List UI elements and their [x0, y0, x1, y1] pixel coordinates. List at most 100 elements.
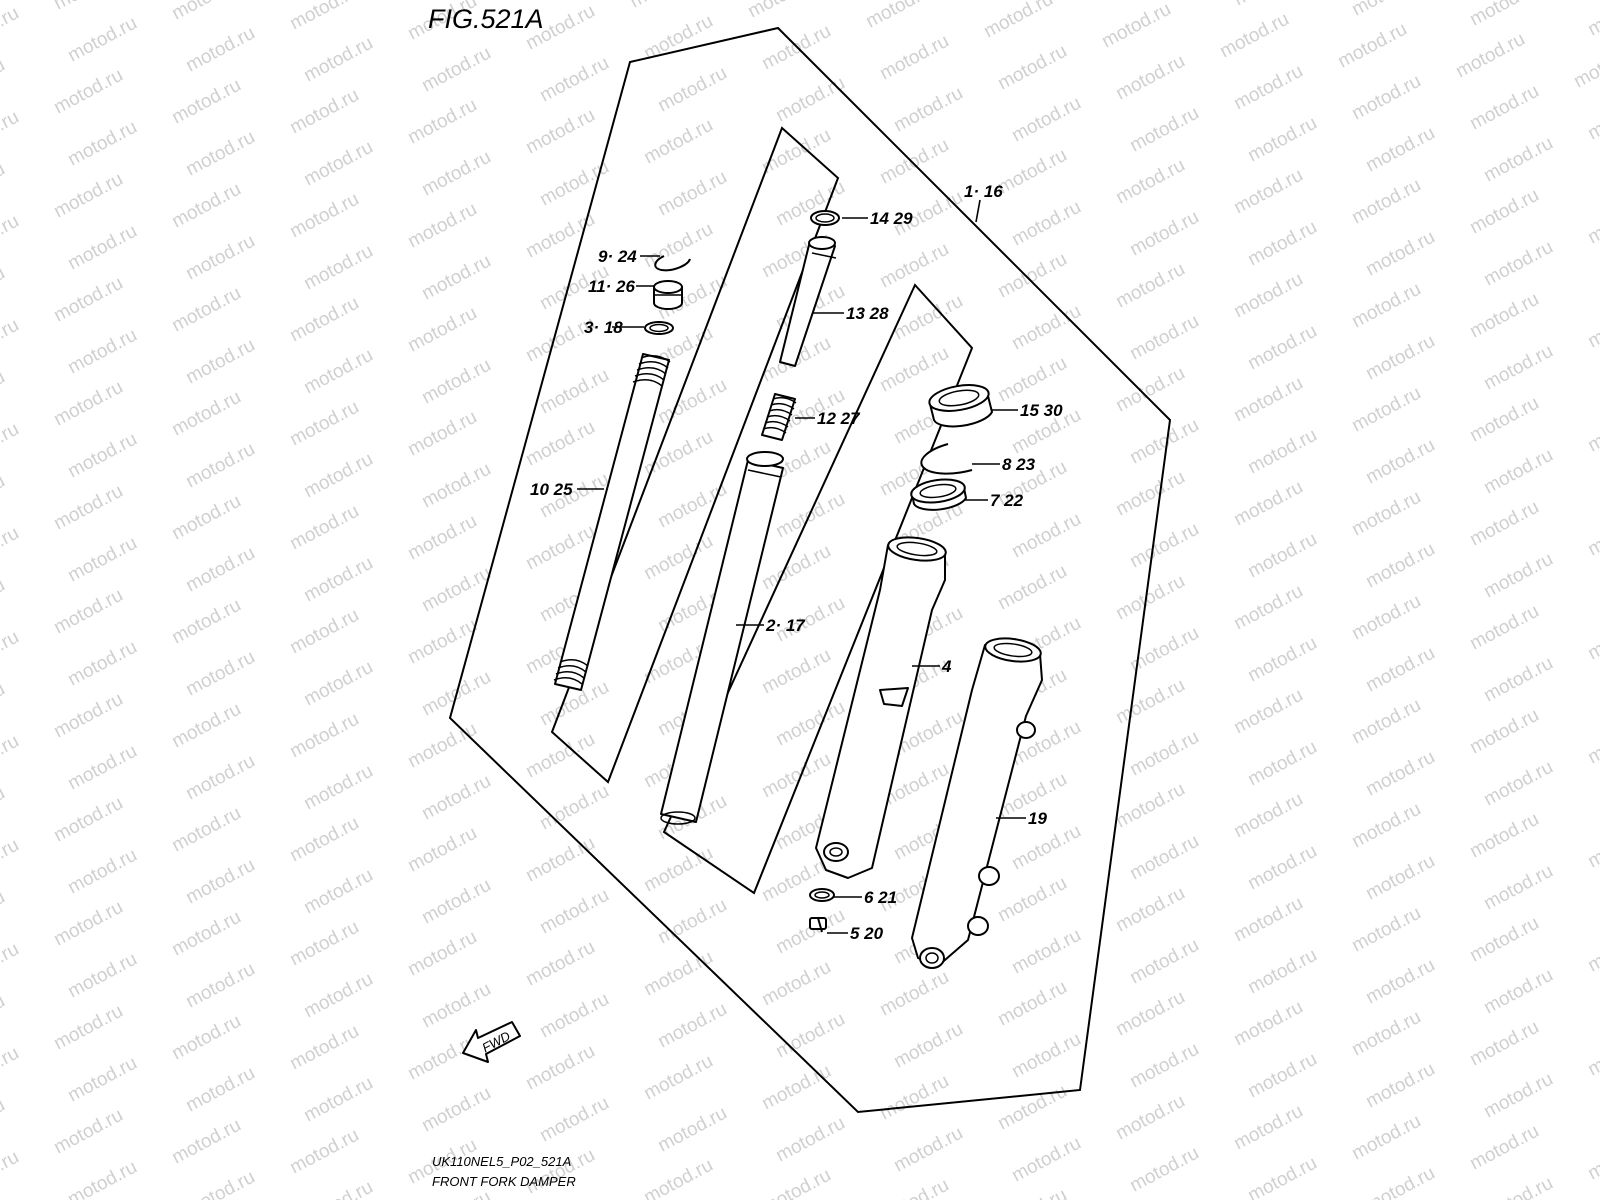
watermark-text: motod.ru: [876, 1175, 952, 1200]
watermark-text: motod.ru: [1466, 0, 1542, 30]
watermark-text: motod.ru: [1008, 93, 1084, 147]
watermark-text: motod.ru: [0, 783, 9, 837]
watermark-text: motod.ru: [0, 211, 23, 265]
watermark-text: motod.ru: [168, 491, 244, 545]
watermark-text: motod.ru: [0, 471, 9, 525]
figure-code: UK110NEL5_P02_521A: [432, 1154, 571, 1169]
callout-3-18: 3· 18: [584, 318, 623, 337]
watermark-text: motod.ru: [994, 353, 1070, 407]
watermark-text: motod.ru: [1466, 497, 1542, 551]
watermark-text: motod.ru: [182, 335, 258, 389]
watermark-text: motod.ru: [286, 917, 362, 971]
watermark-text: motod.ru: [1244, 841, 1320, 895]
watermark-text: motod.ru: [168, 907, 244, 961]
watermark-text: motod.ru: [286, 85, 362, 139]
callout-13-28: 13 28: [846, 304, 889, 323]
watermark-text: motod.ru: [1466, 913, 1542, 967]
watermark-text: motod.ru: [64, 221, 140, 275]
watermark-text: motod.ru: [1466, 185, 1542, 239]
watermark-text: motod.ru: [50, 1105, 126, 1159]
watermark-text: motod.ru: [1126, 519, 1202, 573]
part-stopper-ring-8-23: [920, 443, 973, 475]
watermark-text: motod.ru: [1348, 1007, 1424, 1061]
watermark-text: motod.ru: [1126, 623, 1202, 677]
watermark-text: motod.ru: [1244, 945, 1320, 999]
callout-9-24: 9· 24: [598, 247, 637, 266]
watermark-text: motod.ru: [654, 375, 730, 429]
watermark-text: motod.ru: [1230, 61, 1306, 115]
callout-5-20: 5 20: [850, 924, 884, 943]
watermark-text: motod.ru: [772, 905, 848, 959]
watermark-text: motod.ru: [994, 145, 1070, 199]
watermark-text: motod.ru: [862, 0, 938, 32]
watermark-text: motod.ru: [418, 147, 494, 201]
watermark-text: motod.ru: [1362, 539, 1438, 593]
watermark-text: motod.ru: [876, 967, 952, 1021]
watermark-text: motod.ru: [168, 1011, 244, 1065]
watermark-text: motod.ru: [536, 781, 612, 835]
watermark-text: motod.ru: [654, 895, 730, 949]
fwd-arrow-icon: FWD: [462, 1021, 521, 1063]
watermark-text: motod.ru: [758, 125, 834, 179]
watermark-text: motod.ru: [1112, 571, 1188, 625]
assembly-frame-outer: [448, 26, 1172, 1114]
watermark-text: motod.ru: [522, 1145, 598, 1199]
watermark-text: motod.ru: [0, 835, 23, 889]
watermark-text: motod.ru: [0, 627, 23, 681]
watermark-text: motod.ru: [1348, 71, 1424, 125]
watermark-text: motod.ru: [1008, 821, 1084, 875]
watermark-text: motod.ru: [1348, 383, 1424, 437]
watermark-text: motod.ru: [1466, 809, 1542, 863]
watermark-text: motod.ru: [1008, 509, 1084, 563]
watermark-text: motod.ru: [1112, 467, 1188, 521]
watermark-text: motod.ru: [286, 0, 362, 34]
watermark-text: motod.ru: [772, 489, 848, 543]
watermark-text: motod.ru: [640, 531, 716, 585]
watermark-text: motod.ru: [182, 1167, 258, 1200]
watermark-text: motod.ru: [418, 251, 494, 305]
watermark-text: motod.ru: [182, 1063, 258, 1117]
watermark-text: motod.ru: [1230, 477, 1306, 531]
watermark-text: motod.ru: [182, 23, 258, 77]
part-rebound-spring-12-27: [761, 393, 797, 441]
watermark-text: motod.ru: [1230, 685, 1306, 739]
watermark-text: motod.ru: [1362, 643, 1438, 697]
watermark-text: motod.ru: [1126, 207, 1202, 261]
watermark-text: motod.ru: [64, 1053, 140, 1107]
watermark-text: motod.ru: [0, 0, 9, 4]
watermark-text: motod.ru: [168, 387, 244, 441]
watermark-text: motod.ru: [404, 511, 480, 565]
watermark-text: motod.ru: [654, 63, 730, 117]
watermark-text: motod.ru: [1244, 633, 1320, 687]
watermark-text: motod.ru: [1348, 903, 1424, 957]
watermark-text: motod.ru: [404, 303, 480, 357]
watermark-text: motod.ru: [654, 999, 730, 1053]
watermark-text: motod.ru: [1230, 373, 1306, 427]
watermark-text: motod.ru: [286, 293, 362, 347]
callout-11-26: 11· 26: [588, 277, 635, 296]
watermark-text: motod.ru: [1230, 165, 1306, 219]
fwd-label: FWD: [480, 1028, 513, 1055]
watermark-text: motod.ru: [890, 1123, 966, 1177]
watermark-text: motod.ru: [1244, 529, 1320, 583]
watermark-text: motod.ru: [626, 0, 702, 12]
watermark-text: motod.ru: [640, 843, 716, 897]
watermark-text: motod.ru: [1008, 197, 1084, 251]
watermark-text: motod.ru: [1216, 9, 1292, 63]
watermark-text: motod.ru: [168, 1115, 244, 1169]
watermark-text: motod.ru: [300, 1073, 376, 1127]
watermark-text: motod.ru: [286, 605, 362, 659]
watermark-text: motod.ru: [1584, 819, 1600, 873]
figure-title: FIG.521A: [428, 4, 544, 34]
watermark-text: motod.ru: [286, 813, 362, 867]
callout-10-25: 10 25: [530, 480, 573, 499]
watermark-text: motod.ru: [404, 719, 480, 773]
watermark-text: motod.ru: [50, 897, 126, 951]
part-damper-rod-13-28: [779, 236, 837, 367]
watermark-text: motod.ru: [654, 1103, 730, 1157]
watermark-text: motod.ru: [418, 355, 494, 409]
watermark-text: motod.ru: [300, 761, 376, 815]
watermark-text: motod.ru: [1362, 1059, 1438, 1113]
watermark-text: motod.ru: [522, 417, 598, 471]
